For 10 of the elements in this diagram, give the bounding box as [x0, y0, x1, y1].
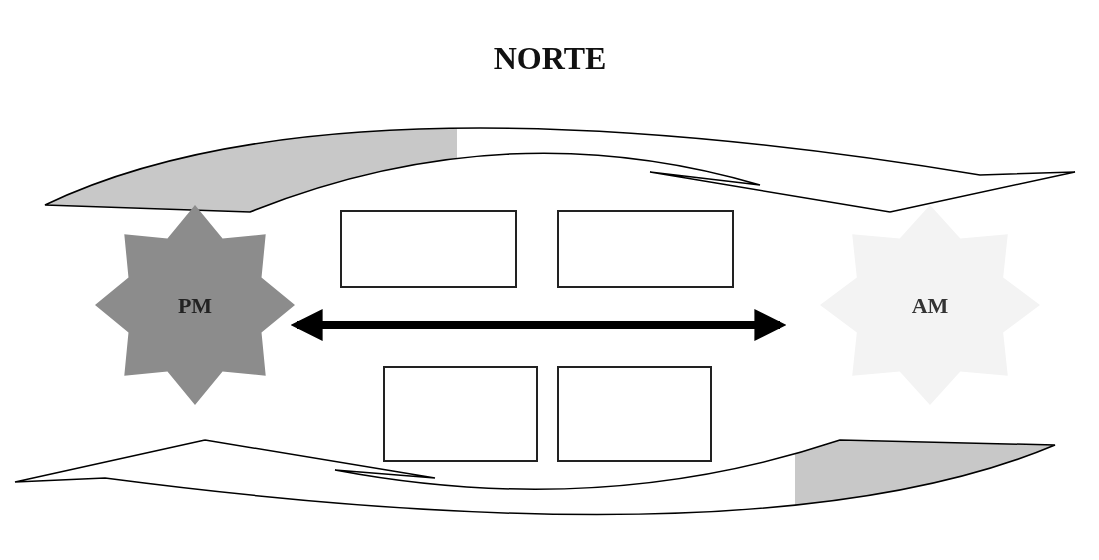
empty-box — [557, 366, 712, 462]
star-label: PM — [177, 291, 213, 320]
double-arrow — [290, 309, 787, 341]
star-shape — [820, 205, 1040, 405]
title: NORTE — [492, 39, 608, 78]
empty-box — [383, 366, 538, 462]
empty-box — [340, 210, 517, 288]
empty-box — [557, 210, 734, 288]
star-label: AM — [911, 291, 949, 320]
star-shape — [95, 205, 295, 405]
